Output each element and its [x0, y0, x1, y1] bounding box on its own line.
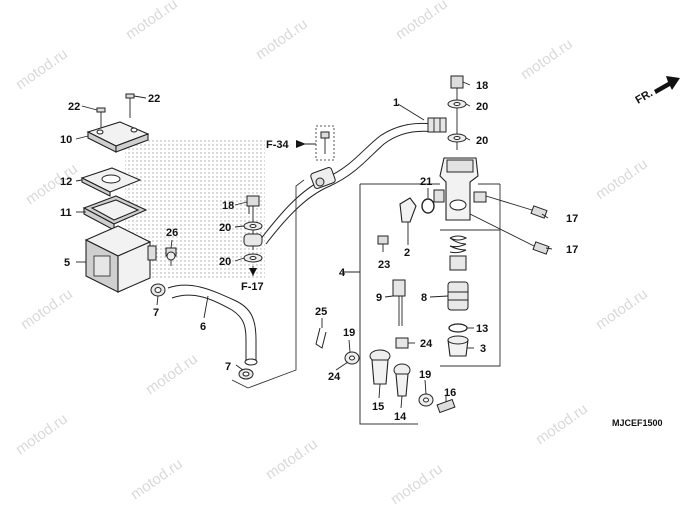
reservoir-body: [84, 225, 157, 293]
watermark: motod.ru: [13, 410, 71, 458]
callout-4: 4: [339, 267, 346, 279]
reservoir-hose: [167, 284, 258, 366]
master-cylinder-body: [433, 157, 487, 221]
callout-14: 14: [394, 411, 407, 423]
sealing-washer: [243, 221, 263, 231]
front-label: FR.: [634, 87, 655, 106]
diagram-code: MJCEF1500: [612, 418, 663, 428]
callout-6: 6: [200, 321, 206, 333]
callout-16: 16: [444, 387, 456, 399]
watermark: motod.ru: [593, 155, 651, 203]
reservoir-cap: [86, 121, 150, 153]
watermark: motod.ru: [18, 285, 76, 333]
callout-23: 23: [378, 259, 390, 271]
ref-f17-label: F-17: [241, 281, 264, 293]
callout-7a: 7: [153, 307, 159, 319]
assembly-outline: [359, 183, 501, 425]
nut: [395, 337, 409, 349]
ref-f34-label: F-34: [266, 139, 290, 151]
screw: [125, 93, 135, 118]
callout-20b: 20: [219, 256, 231, 268]
callout-15: 15: [372, 401, 384, 413]
piston-spring: [449, 235, 468, 271]
bolt: [377, 235, 389, 252]
hose-clip: [150, 283, 166, 297]
watermark: motod.ru: [263, 435, 321, 483]
leader-lines: [75, 81, 553, 409]
dust-boot: [447, 335, 469, 357]
o-ring: [421, 198, 435, 214]
callout-20c: 20: [476, 101, 488, 113]
ref-f34: F-34: [266, 139, 316, 151]
watermark: motod.ru: [13, 45, 71, 93]
cotter-pin: [315, 327, 327, 349]
callout-26: 26: [166, 227, 178, 239]
watermark: motod.ru: [393, 0, 451, 43]
callout-17b: 17: [566, 244, 578, 256]
sealing-washer: [447, 133, 467, 143]
callout-20d: 20: [476, 135, 488, 147]
brake-hose: [259, 117, 447, 245]
watermark: motod.ru: [593, 285, 651, 333]
mounting-bolt: [485, 195, 548, 219]
hose-banjo: [243, 233, 263, 247]
watermark: motod.ru: [518, 35, 576, 83]
outline-frame: [231, 179, 305, 389]
watermark: motod.ru: [388, 460, 446, 508]
watermark: motod.ru: [533, 400, 591, 448]
callout-9: 9: [376, 292, 382, 304]
piston: [447, 281, 469, 311]
circlip: [448, 323, 468, 333]
washer: [418, 393, 434, 407]
callout-3: 3: [480, 343, 486, 355]
callout-10: 10: [60, 134, 72, 146]
hose-clip: [238, 368, 254, 380]
callout-8: 8: [421, 292, 427, 304]
clevis: [369, 349, 391, 385]
callout-12: 12: [60, 176, 72, 188]
bolt: [436, 398, 456, 414]
callout-13: 13: [476, 323, 488, 335]
callout-19a: 19: [343, 327, 355, 339]
washer: [344, 351, 360, 365]
rod-joint: [393, 363, 411, 397]
callout-2: 2: [404, 247, 410, 259]
callout-18b: 18: [476, 80, 488, 92]
callout-20a: 20: [219, 222, 231, 234]
hose-joint: [399, 197, 417, 223]
callouts: 1 2 3 4 5 6 7 7 8 9 10 11 12 13 14 15 16…: [60, 80, 578, 423]
reservoir-plate: [80, 167, 142, 197]
callout-24a: 24: [420, 338, 433, 350]
callout-21: 21: [420, 176, 432, 188]
watermark: motod.ru: [123, 0, 181, 43]
mounting-bolt: [469, 213, 550, 255]
callout-22a: 22: [68, 101, 80, 113]
front-direction-arrow: FR.: [634, 76, 680, 107]
callout-11: 11: [60, 207, 72, 219]
callout-5: 5: [64, 257, 70, 269]
callout-19b: 19: [419, 369, 431, 381]
ref-f17: F-17: [241, 268, 264, 293]
callout-1: 1: [393, 97, 399, 109]
callout-22b: 22: [148, 93, 160, 105]
watermark: motod.ru: [128, 455, 186, 503]
callout-18a: 18: [222, 200, 234, 212]
ref-bolt-f34: [315, 125, 335, 161]
callout-7b: 7: [225, 361, 231, 373]
sealing-washer: [447, 99, 467, 109]
screw: [96, 107, 106, 128]
watermark: motod.ru: [253, 15, 311, 63]
callout-17a: 17: [566, 213, 578, 225]
push-rod: [392, 279, 406, 326]
callout-25: 25: [315, 306, 327, 318]
sealing-washer: [243, 253, 263, 263]
callout-24b: 24: [328, 371, 341, 383]
watermark: motod.ru: [143, 350, 201, 398]
